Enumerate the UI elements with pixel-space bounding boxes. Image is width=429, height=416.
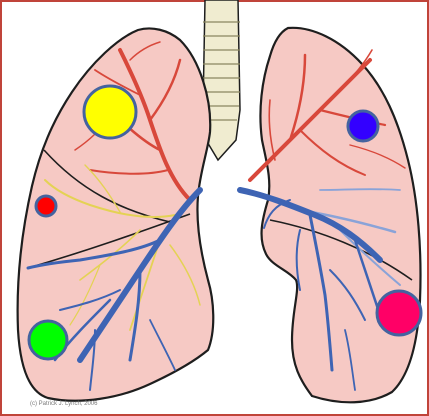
yellow-marker	[84, 86, 136, 138]
magenta-marker	[377, 291, 421, 335]
copyright-credit: (c) Patrick J. Lynch, 2006	[30, 401, 97, 407]
green-marker	[29, 321, 67, 359]
blue-marker	[348, 111, 378, 141]
red-marker	[36, 196, 56, 216]
